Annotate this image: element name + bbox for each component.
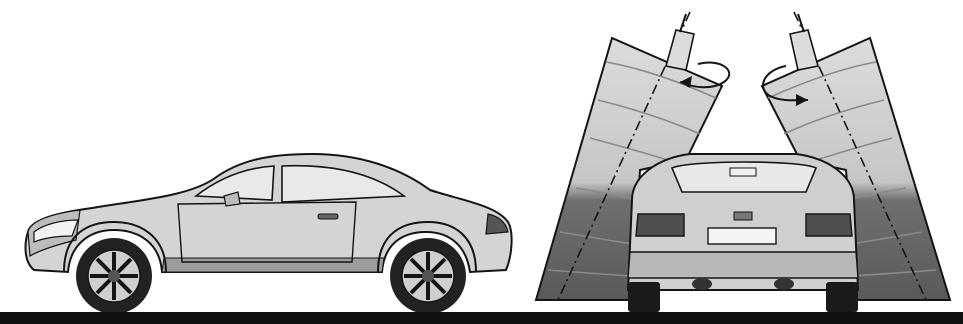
car-rear-badge [734,212,752,220]
car-rear-window [672,162,816,192]
car-rear-right-exhaust [774,278,794,290]
car-side-rear-wheel [390,238,466,314]
car-rear-left-tire [628,282,660,312]
right-aiming-body-icon [790,30,818,70]
car-side-sill [162,258,384,272]
car-rear-view [628,154,858,312]
car-rear-license-plate [708,228,776,244]
ground-line [0,312,963,324]
car-rear-right-taillight [806,214,852,236]
car-rear-left-exhaust [692,278,712,290]
car-side-front-wheel [76,238,152,314]
left-aiming-body-icon [666,30,694,70]
car-side-view [26,154,512,314]
car-side-door-handle [318,214,338,219]
car-rear-left-taillight [636,214,684,236]
car-rear-bumper [628,252,858,278]
car-rear-spoiler-light [730,168,756,176]
car-rear-right-tire [826,282,858,312]
